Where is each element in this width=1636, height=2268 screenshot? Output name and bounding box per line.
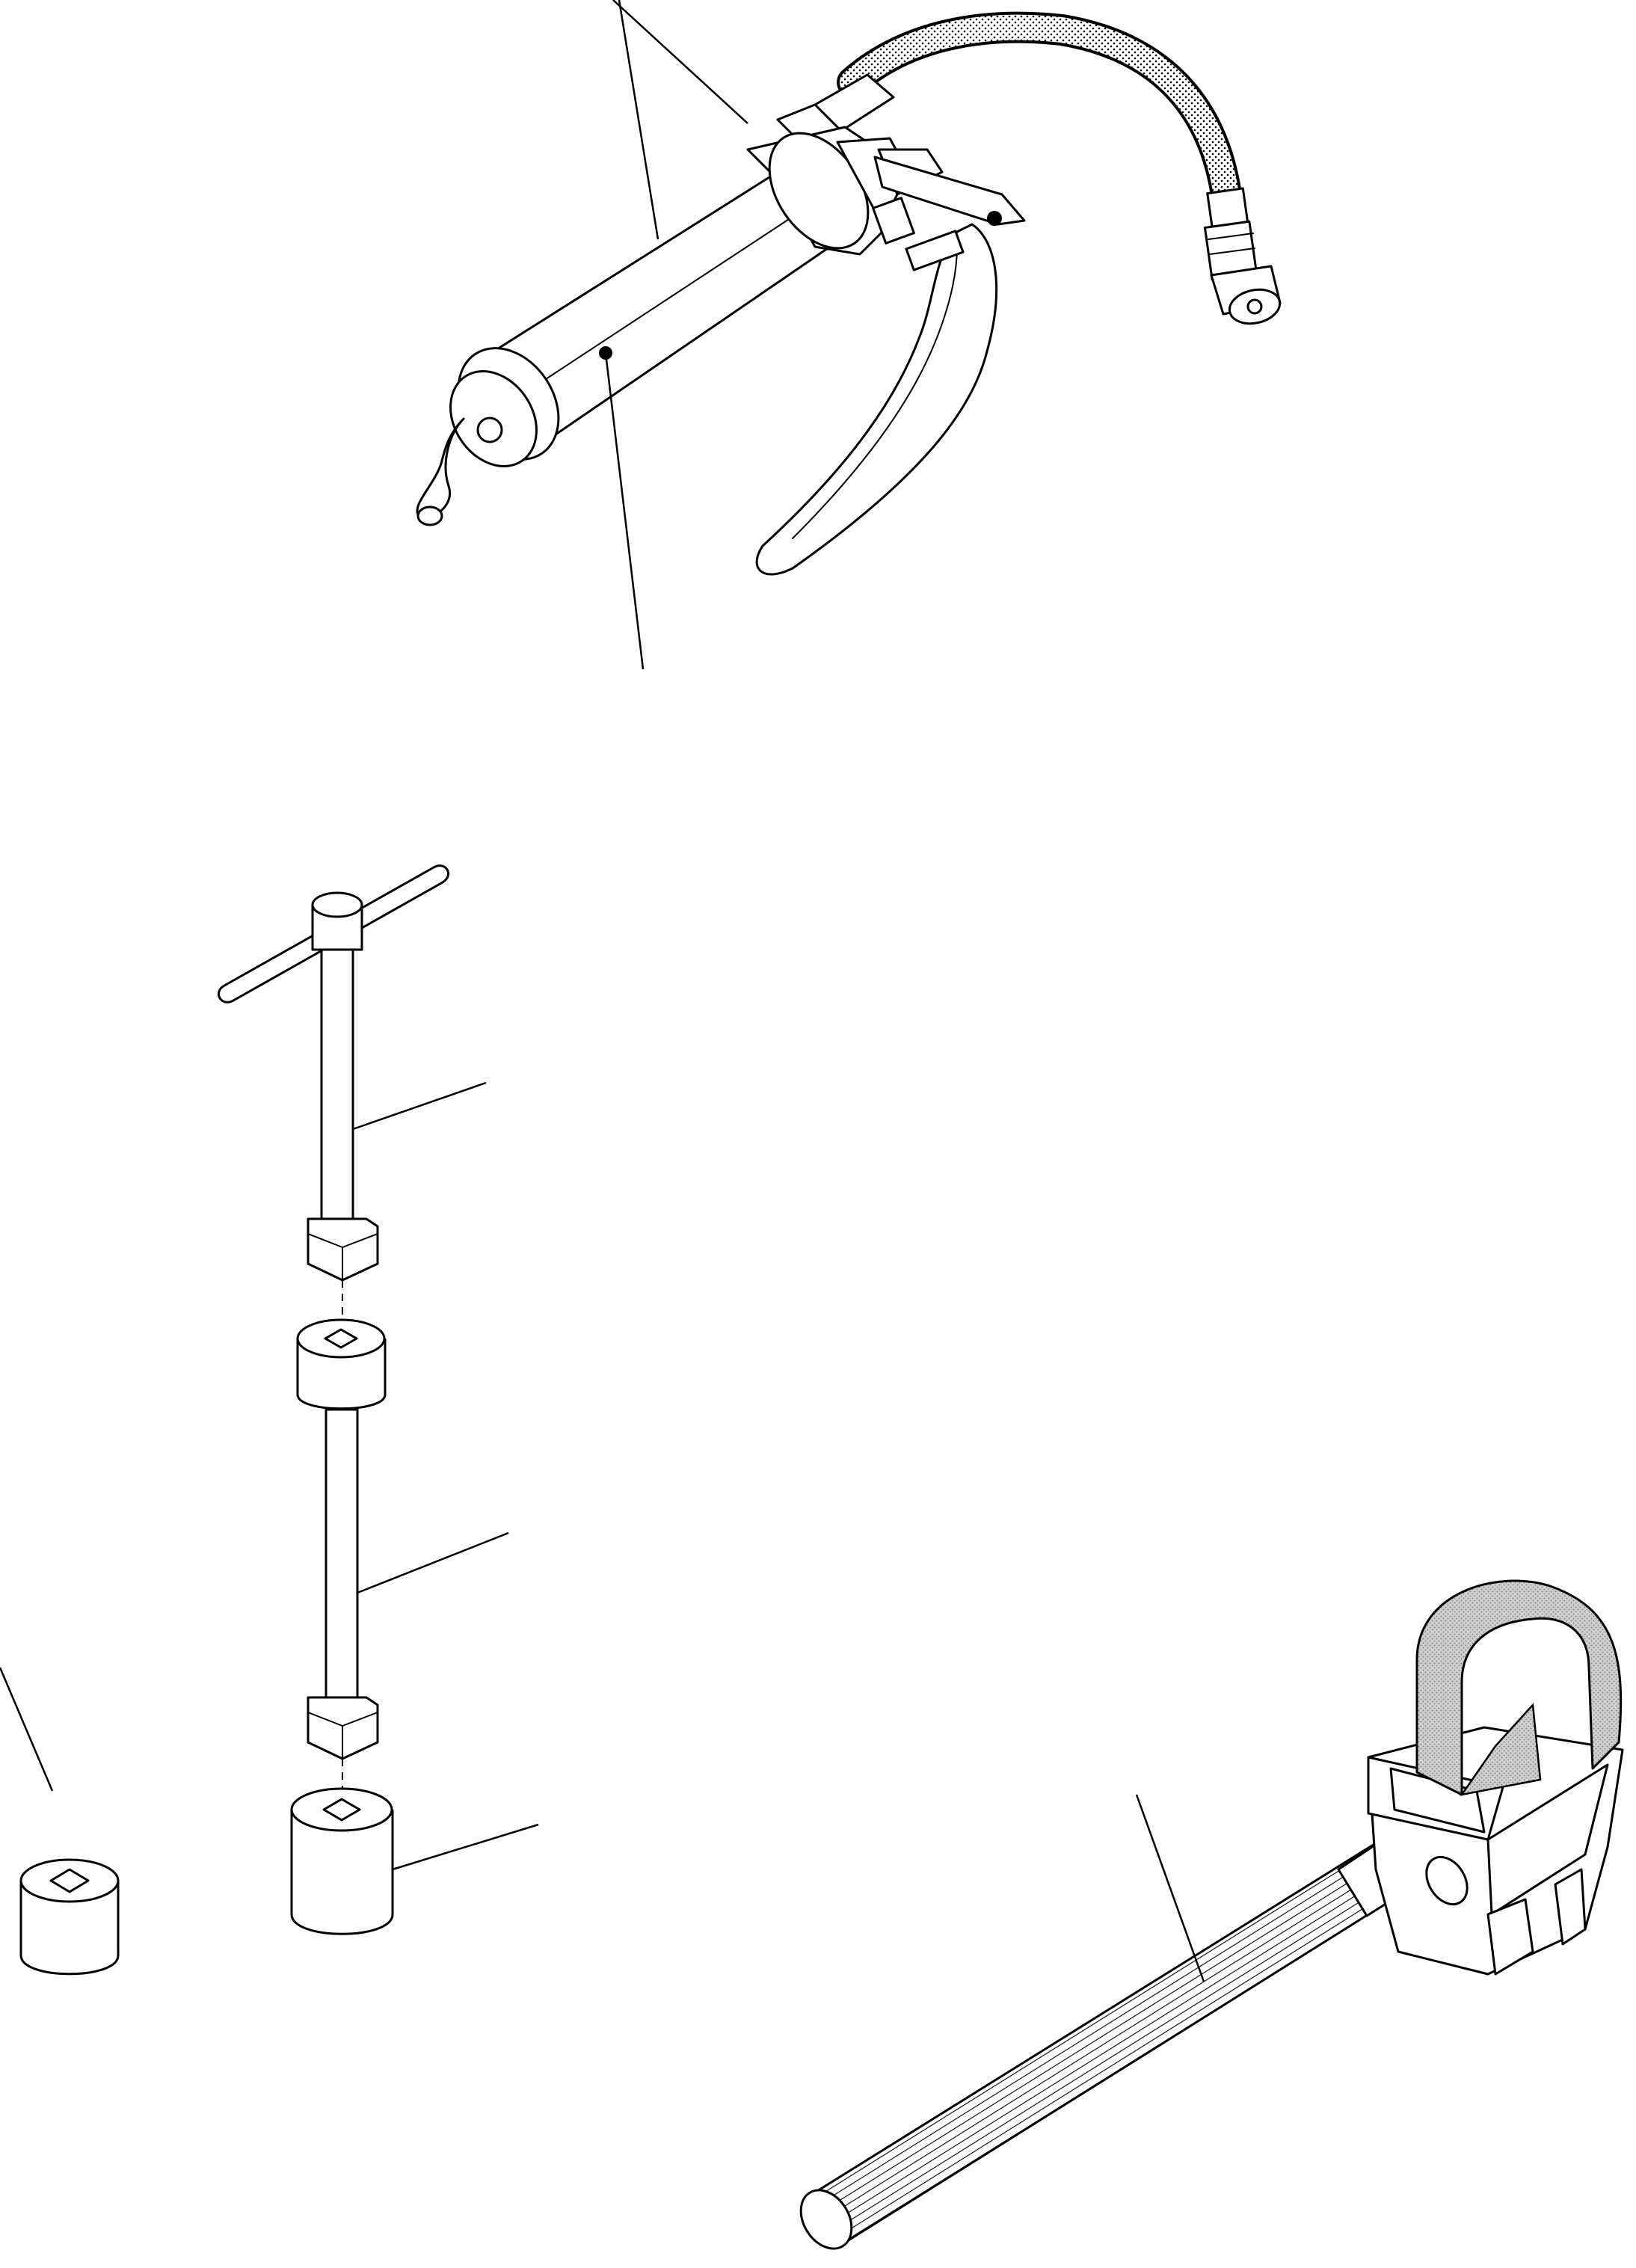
square-socket-icon xyxy=(296,1318,387,1410)
puller-leader xyxy=(1135,1794,1205,1982)
square-socket-icon xyxy=(290,1787,394,1935)
grease-gun-leaders xyxy=(604,0,748,670)
extension-bar-icon xyxy=(307,1408,379,1760)
hose-coupler xyxy=(1203,187,1282,325)
grease-lever xyxy=(755,156,1026,576)
t-bar-leaders xyxy=(0,1081,539,1871)
t-handle-wrench-icon xyxy=(218,864,449,1282)
square-socket-icon xyxy=(19,1858,120,1976)
threaded-puller-icon xyxy=(799,1579,1624,2250)
grease-gun-icon xyxy=(416,11,1282,576)
barrel-end-cap xyxy=(416,347,560,526)
